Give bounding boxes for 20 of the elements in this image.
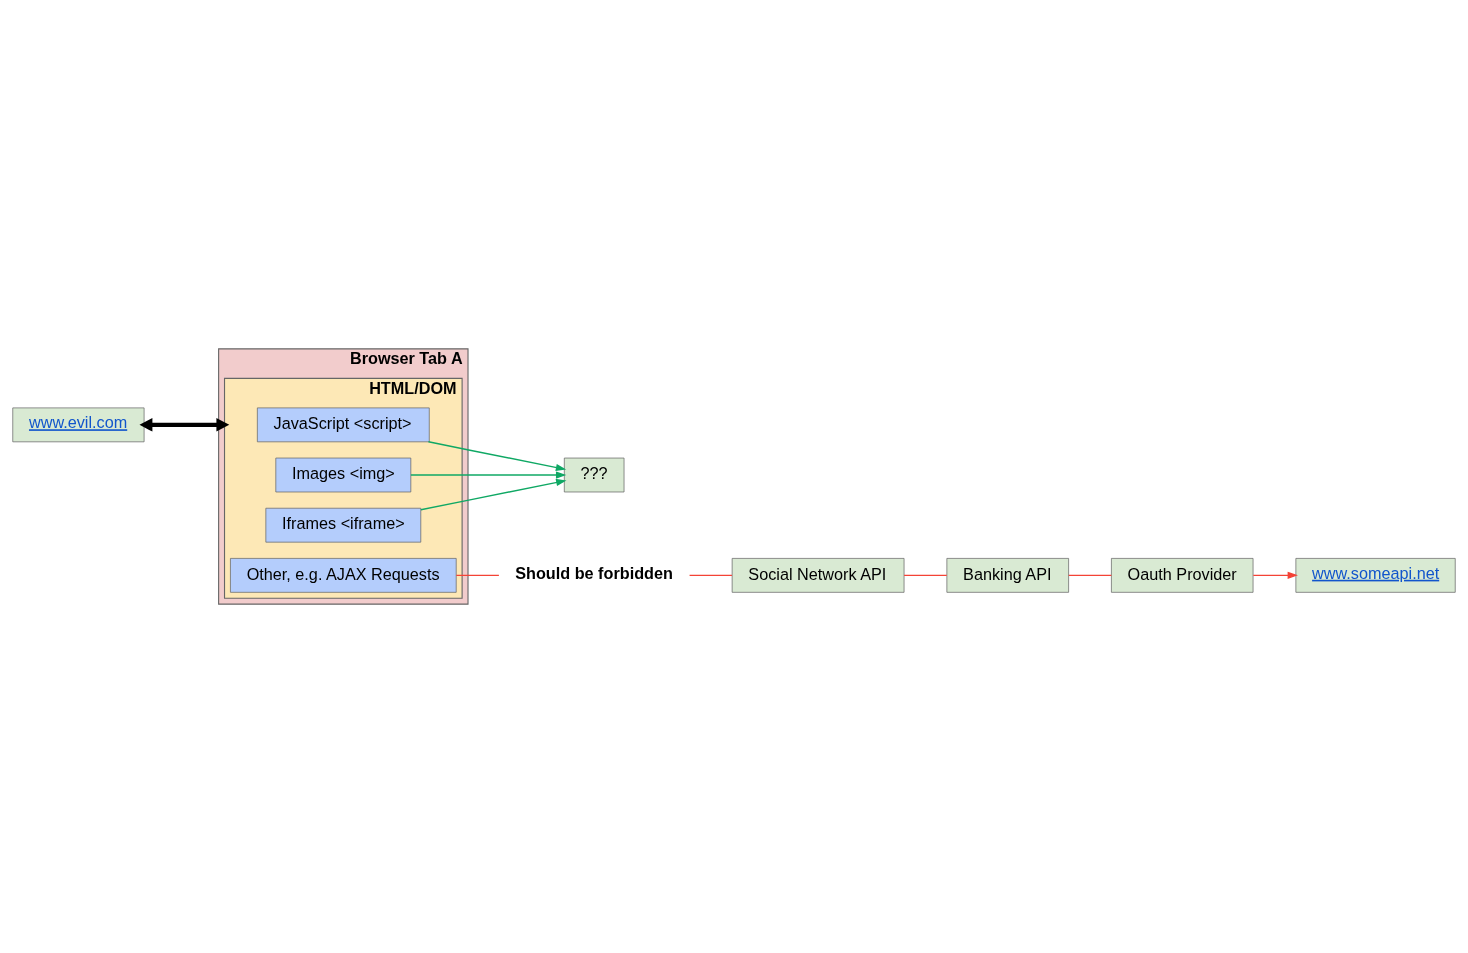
connector <box>903 574 948 577</box>
node-box: Images <img> <box>275 457 412 493</box>
node-box: JavaScript <script> <box>257 407 430 443</box>
node-box: ??? <box>563 457 625 493</box>
node-box: Banking API <box>946 558 1069 593</box>
arrow <box>420 478 567 511</box>
arrow <box>139 418 230 432</box>
node-box: Other, e.g. AJAX Requests <box>230 558 457 593</box>
arrow <box>1252 571 1298 579</box>
arrow <box>427 441 567 472</box>
node-text: Should be forbidden <box>515 563 673 582</box>
connector <box>688 574 733 577</box>
node-box: www.evil.com <box>12 407 145 443</box>
arrow <box>410 471 567 479</box>
connector <box>455 574 500 577</box>
node-box: Social Network API <box>731 558 905 593</box>
node-box: Oauth Provider <box>1111 558 1254 593</box>
connector <box>1068 574 1113 577</box>
node-box: Iframes <iframe> <box>265 507 422 543</box>
node-box: www.someapi.net <box>1295 558 1456 593</box>
